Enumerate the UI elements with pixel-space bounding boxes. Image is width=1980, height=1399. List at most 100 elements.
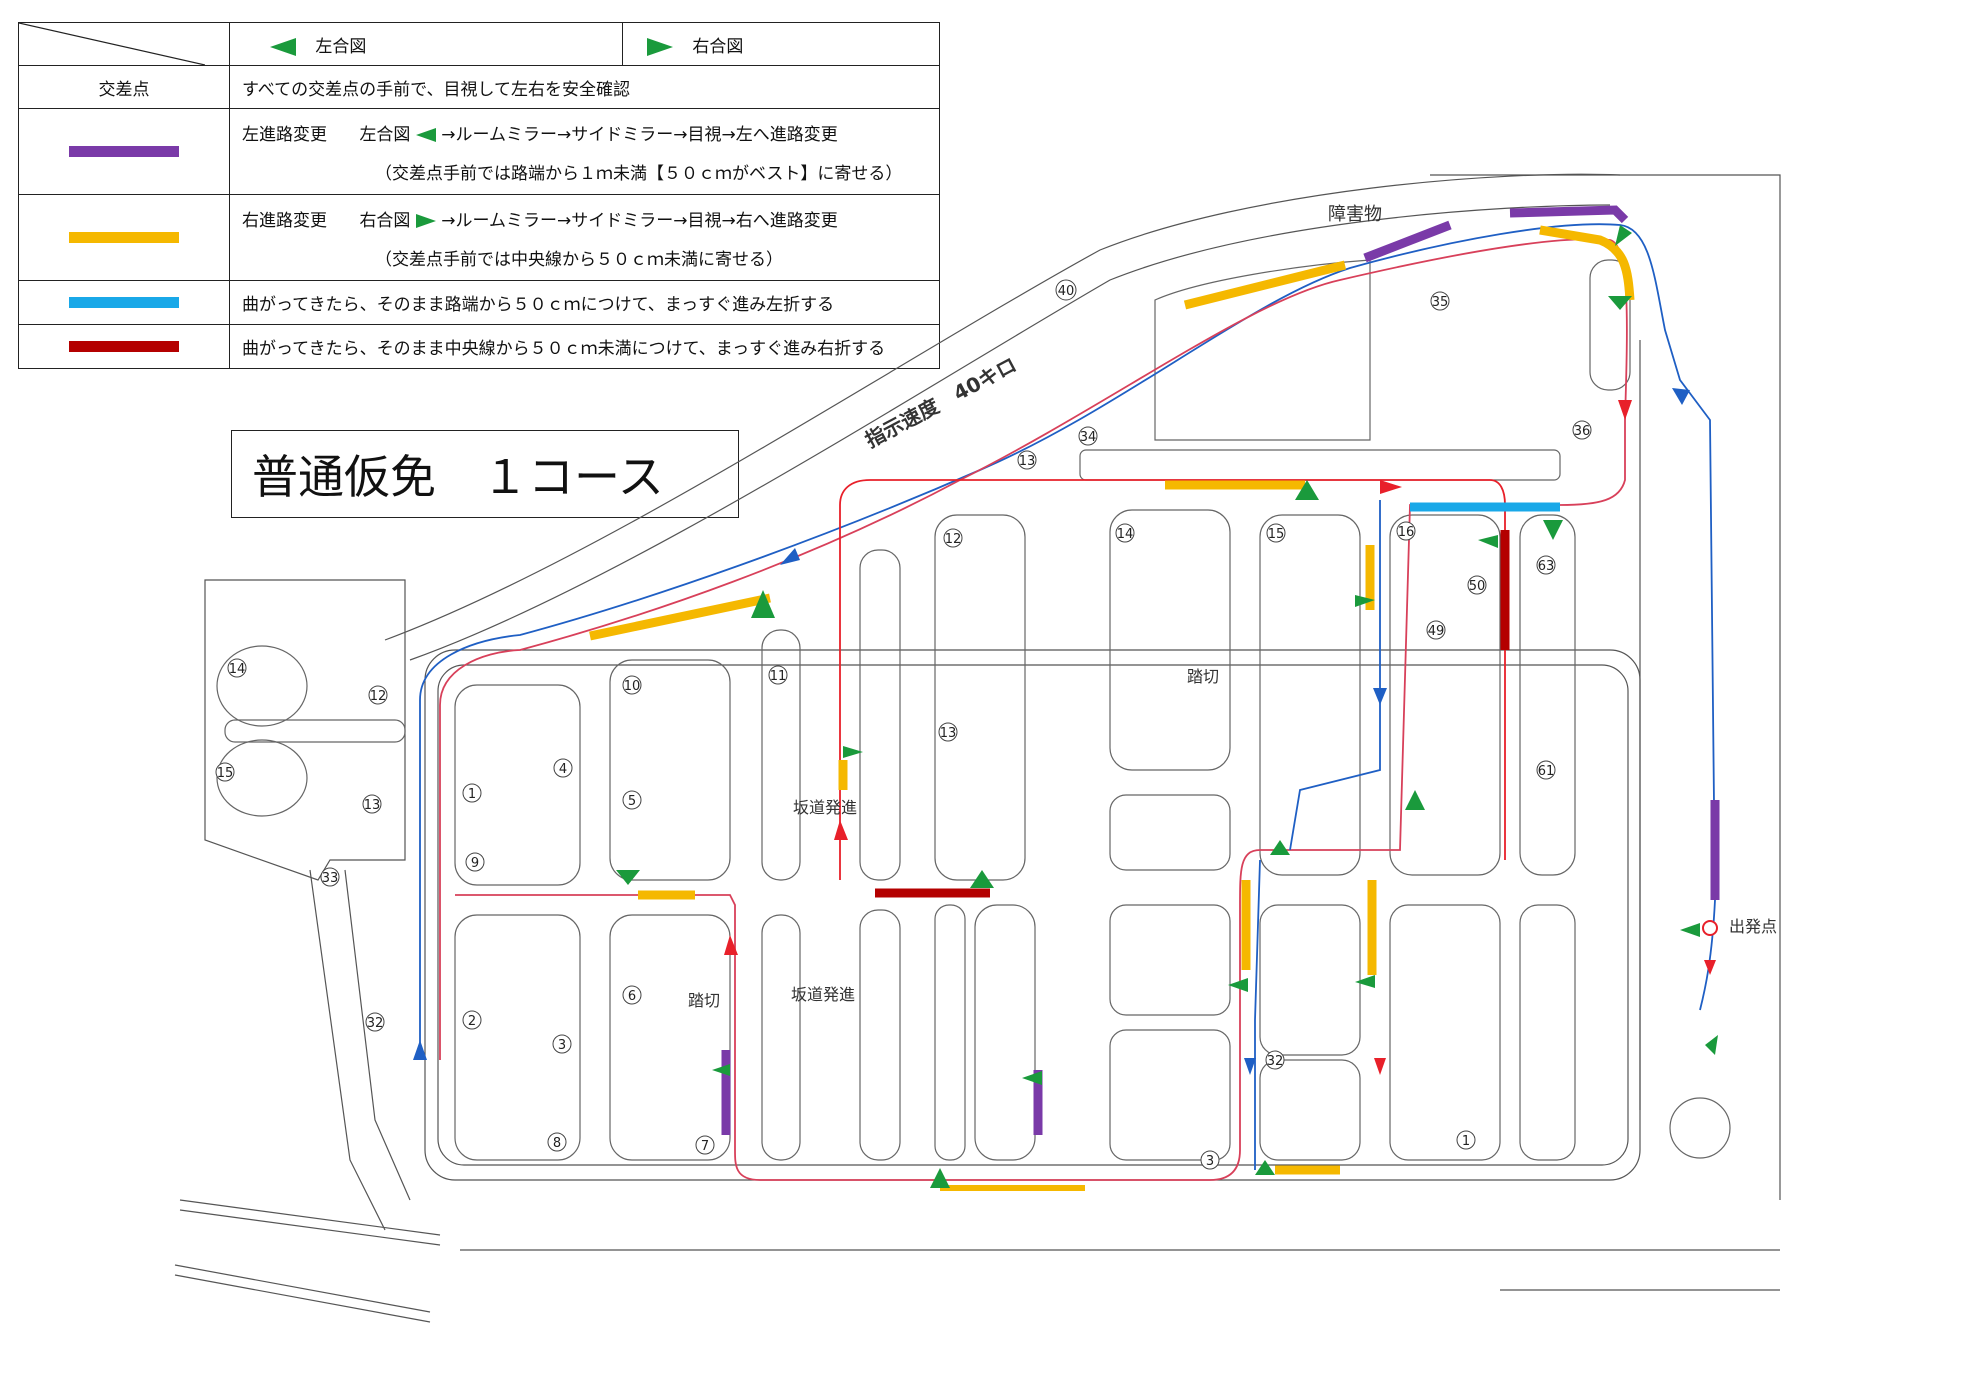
signal-marker <box>1478 535 1498 548</box>
svg-text:1: 1 <box>1462 1134 1470 1149</box>
course-number-marker: 32 <box>1265 1050 1285 1070</box>
red-arrow-icon <box>1380 480 1402 494</box>
cyan-line-swatch <box>69 296 179 308</box>
svg-text:33: 33 <box>322 871 339 886</box>
svg-text:63: 63 <box>1538 559 1555 574</box>
legend-corner-cell <box>18 22 230 66</box>
legend-desc-right-lane-change: 右進路変更 右合図 →ルームミラー→サイドミラー→目視→右へ進路変更 （交差点手… <box>229 194 940 281</box>
legend-key-keep-left <box>18 280 230 325</box>
legend-left-signal-header: 左合図 <box>229 22 623 66</box>
obstacle-label: 障害物 <box>1328 204 1382 225</box>
signal-marker <box>616 870 640 885</box>
svg-text:3: 3 <box>558 1038 566 1053</box>
course-number-marker: 61 <box>1536 760 1556 780</box>
right-lane-change-segment <box>1539 225 1635 301</box>
start-point-marker <box>1702 920 1718 936</box>
legend-table: 左合図 右合図 交差点 すべての交差点の手前で、目視して左右を安全確認 左進路変… <box>18 22 940 369</box>
course-number-marker: 1 <box>1456 1130 1476 1150</box>
course-number-marker: 7 <box>695 1135 715 1155</box>
right-lane-change-segment <box>1183 260 1347 310</box>
right-lane-change-title: 右進路変更 <box>242 210 327 231</box>
signal-marker <box>1355 595 1375 607</box>
svg-text:3: 3 <box>1206 1154 1214 1169</box>
left-lane-change-note: （交差点手前では路端から１ｍ未満【５０ｃｍがベスト】に寄せる） <box>375 163 903 184</box>
svg-text:14: 14 <box>229 662 246 677</box>
course-number-marker: 8 <box>547 1132 567 1152</box>
course-number-marker: 34 <box>1078 426 1098 446</box>
red-arrow-icon <box>1704 960 1716 975</box>
svg-text:12: 12 <box>370 689 387 704</box>
signal-markers <box>616 225 1718 1188</box>
course-number-marker: 10 <box>622 675 642 695</box>
svg-text:16: 16 <box>1398 525 1415 540</box>
speed-sign-value: 40 <box>1058 284 1075 299</box>
signal-marker <box>1543 520 1563 540</box>
legend-desc-left-lane-change: 左進路変更 左合図 →ルームミラー→サイドミラー→目視→左へ進路変更 （交差点手… <box>229 108 940 195</box>
railroad-crossing-label: 踏切 <box>1187 667 1219 686</box>
legend-desc-intersection: すべての交差点の手前で、目視して左右を安全確認 <box>229 65 940 109</box>
signal-marker <box>1228 978 1248 992</box>
left-signal-text: 左合図 <box>359 124 411 145</box>
course-number-marker: 49 <box>1426 620 1446 640</box>
railroad-crossing-label: 踏切 <box>688 991 720 1010</box>
right-signal-text: 右合図 <box>359 210 411 231</box>
speed-sign <box>1055 279 1077 301</box>
svg-text:50: 50 <box>1469 579 1486 594</box>
course-number-marker: 16 <box>1396 521 1416 541</box>
legend-key-keep-center <box>18 324 230 369</box>
svg-text:15: 15 <box>1268 527 1285 542</box>
course-number-marker: 13 <box>362 794 382 814</box>
course-number-marker: 13 <box>938 722 958 742</box>
blue-arrow-icon <box>1373 688 1387 705</box>
course-number-marker: 3 <box>552 1034 572 1054</box>
legend-right-signal-header: 右合図 <box>622 22 940 66</box>
left-lane-change-steps: →ルームミラー→サイドミラー→目視→左へ進路変更 <box>441 124 838 145</box>
svg-text:7: 7 <box>701 1139 709 1154</box>
diagonal-divider <box>19 23 205 65</box>
course-number-markers: 1 2 3 4 5 6 7 8 9 10 11 12 13 14 15 16 6… <box>215 291 1592 1170</box>
signal-marker <box>1680 923 1700 937</box>
hill-start-label: 坂道発進 <box>791 985 855 1004</box>
signal-marker <box>1405 790 1425 810</box>
signal-marker <box>1355 975 1375 988</box>
svg-text:13: 13 <box>1019 454 1036 469</box>
blue-arrow-icon <box>413 1040 427 1060</box>
signal-marker <box>1705 1035 1718 1055</box>
course-number-marker: 4 <box>553 758 573 778</box>
start-point-label: 出発点 <box>1729 917 1777 936</box>
course-title: 普通仮免 １コース <box>231 430 739 518</box>
blue-arrow-icon <box>1672 388 1690 405</box>
signal-marker <box>930 1168 950 1188</box>
svg-text:35: 35 <box>1432 295 1449 310</box>
svg-text:15: 15 <box>217 766 234 781</box>
svg-text:49: 49 <box>1428 624 1445 639</box>
course-number-marker: 9 <box>465 852 485 872</box>
legend-key-left-lane-change <box>18 108 230 195</box>
course-title-text: 普通仮免 １コース <box>252 450 664 504</box>
right-lane-change-note: （交差点手前では中央線から５０ｃｍ未満に寄せる） <box>375 249 783 270</box>
legend-desc-keep-center: 曲がってきたら、そのまま中央線から５０ｃｍ未満につけて、まっすぐ進み右折する <box>229 324 940 369</box>
signal-marker <box>970 870 994 888</box>
signal-marker <box>1615 225 1632 246</box>
svg-text:14: 14 <box>1117 527 1134 542</box>
svg-text:32: 32 <box>367 1016 384 1031</box>
course-number-marker: 50 <box>1467 575 1487 595</box>
signal-marker <box>1608 296 1632 310</box>
course-number-marker: 2 <box>462 1010 482 1030</box>
course-number-marker: 14 <box>1115 523 1135 543</box>
svg-text:13: 13 <box>364 798 381 813</box>
course-number-marker: 33 <box>320 867 340 887</box>
signal-marker <box>843 746 863 758</box>
right-signal-icon <box>647 37 673 56</box>
legend-key-right-lane-change <box>18 194 230 281</box>
left-lane-change-segment <box>1363 220 1452 263</box>
purple-line-swatch <box>69 145 179 157</box>
legend-key-intersection: 交差点 <box>18 65 230 109</box>
signal-marker <box>712 1064 730 1076</box>
course-number-marker: 63 <box>1536 555 1556 575</box>
course-number-marker: 13 <box>1017 450 1037 470</box>
yellow-line-swatch <box>69 231 179 243</box>
legend-desc-keep-left: 曲がってきたら、そのまま路端から５０ｃｍにつけて、まっすぐ進み左折する <box>229 280 940 325</box>
svg-text:10: 10 <box>624 679 641 694</box>
signal-marker <box>1022 1071 1042 1085</box>
